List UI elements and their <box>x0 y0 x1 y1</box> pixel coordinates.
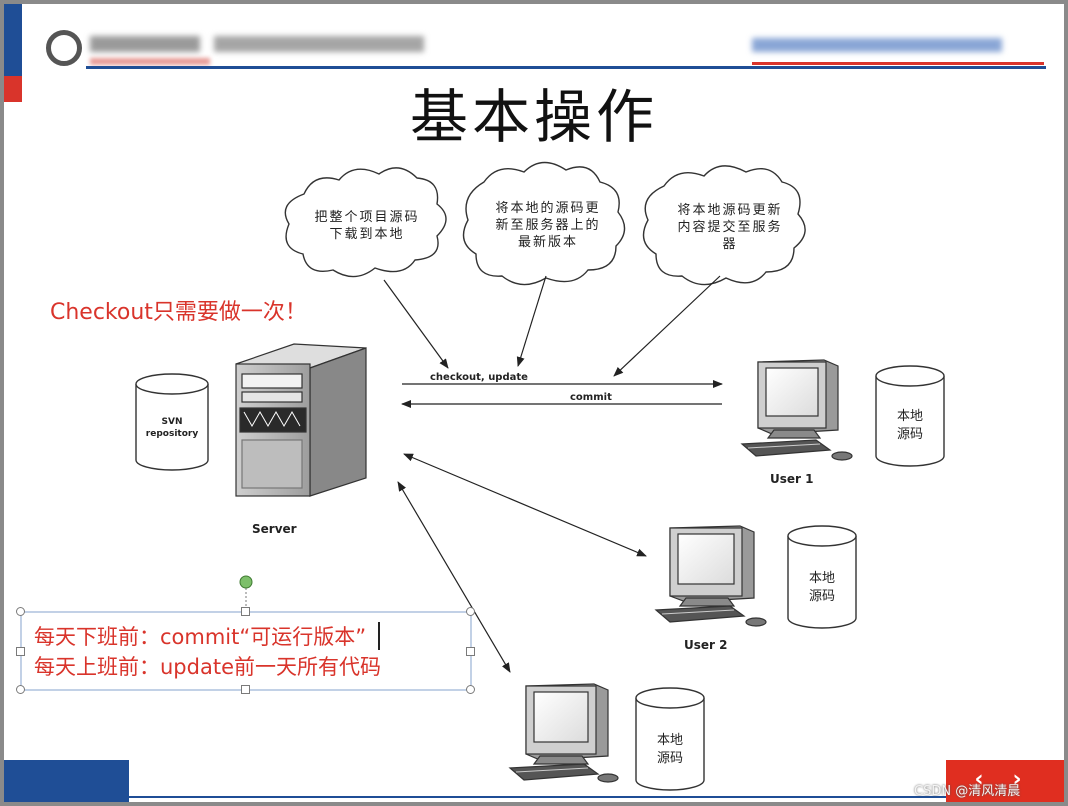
header-logo-subtext-blur <box>90 58 210 65</box>
cloud-icon <box>642 165 806 286</box>
server-label: Server <box>252 522 297 536</box>
arrow-cloud1-to-checkout <box>383 279 449 369</box>
repository-label-line: SVN <box>161 417 183 427</box>
cloud-icon <box>284 167 447 278</box>
resize-handle-s[interactable] <box>241 685 250 694</box>
slide: 基本操作 <box>4 4 1064 802</box>
resize-handle-ne[interactable] <box>466 607 475 616</box>
resize-handle-nw[interactable] <box>16 607 25 616</box>
header-rule-red <box>752 62 1044 65</box>
cloud-line: 将本地的源码更 <box>495 201 601 216</box>
computer-icon <box>508 683 619 783</box>
logo-icon <box>46 30 82 66</box>
local-code-line: 源码 <box>896 427 923 442</box>
checkout-note: Checkout只需要做一次！ <box>50 300 307 325</box>
commit-label: commit <box>570 392 612 403</box>
database-icon <box>787 525 857 629</box>
cloud-line: 新至服务器上的 <box>495 218 601 233</box>
repository-label-line: repository <box>145 429 199 439</box>
arrow-server-user2 <box>403 453 647 557</box>
header-left-bar-red <box>4 76 22 102</box>
cloud-text-update: 将本地的源码更 新至服务器上的 最新版本 <box>468 200 628 251</box>
text-cursor <box>378 622 380 650</box>
cloud-line: 把整个项目源码 <box>314 210 420 225</box>
slide-title: 基本操作 <box>409 83 658 151</box>
arrow-cloud2-to-update <box>516 275 547 367</box>
local-code-label-2: 本地 源码 <box>788 570 856 606</box>
daily-routine-textbox[interactable]: 每天下班前：commit“可运行版本” 每天上班前：update前一天所有代码 <box>34 622 466 682</box>
header-logo-text-blur-2 <box>214 36 424 52</box>
textbox-line-1[interactable]: 每天下班前：commit“可运行版本” <box>34 625 367 649</box>
local-code-label-1: 本地 源码 <box>876 408 944 444</box>
cloud-text-commit: 将本地源码更新 内容提交至服务 器 <box>650 202 810 253</box>
cloud-line: 器 <box>722 237 738 252</box>
local-code-line: 本地 <box>656 733 683 748</box>
cloud-line: 最新版本 <box>517 235 578 250</box>
resize-handle-se[interactable] <box>466 685 475 694</box>
watermark: CSDN @清风清晨 <box>914 784 1021 799</box>
arrow-cloud3-to-commit <box>613 275 721 377</box>
textbox-line-2[interactable]: 每天上班前：update前一天所有代码 <box>34 655 381 679</box>
user2-label: User 2 <box>684 638 728 652</box>
local-code-line: 本地 <box>808 571 835 586</box>
checkout-update-label: checkout, update <box>430 372 528 383</box>
user1-label: User 1 <box>770 472 814 486</box>
arrow-server-user3 <box>397 481 511 673</box>
cloud-line: 内容提交至服务 <box>677 220 783 235</box>
local-code-line: 本地 <box>896 409 923 424</box>
resize-handle-w[interactable] <box>16 647 25 656</box>
footer-bar-blue <box>4 760 129 802</box>
computer-icon <box>740 359 853 461</box>
database-icon <box>635 687 705 791</box>
cloud-line: 将本地源码更新 <box>677 203 783 218</box>
resize-handle-n[interactable] <box>241 607 250 616</box>
cloud-icon <box>462 161 626 286</box>
resize-handle-sw[interactable] <box>16 685 25 694</box>
local-code-line: 源码 <box>808 589 835 604</box>
local-code-line: 源码 <box>656 751 683 766</box>
rotate-handle <box>239 575 253 589</box>
cloud-line: 下载到本地 <box>329 227 405 242</box>
header-right-text-blur <box>752 38 1002 52</box>
slide-nav <box>946 760 1064 802</box>
header-logo-text-blur <box>90 36 200 52</box>
prev-icon[interactable]: ‹ <box>974 767 984 792</box>
cloud-text-checkout: 把整个项目源码 下载到本地 <box>282 209 452 243</box>
header-left-bar-blue <box>4 4 22 76</box>
local-code-label-3: 本地 源码 <box>636 732 704 768</box>
repository-label: SVN repository <box>138 416 206 440</box>
server-icon <box>235 343 367 497</box>
header-rule-blue <box>86 66 1046 69</box>
diagram <box>20 161 945 791</box>
database-icon <box>135 373 209 471</box>
resize-handle-e[interactable] <box>466 647 475 656</box>
database-icon <box>875 365 945 467</box>
computer-icon <box>654 525 767 627</box>
footer-rule <box>129 796 1064 798</box>
next-icon[interactable]: › <box>1012 767 1022 792</box>
